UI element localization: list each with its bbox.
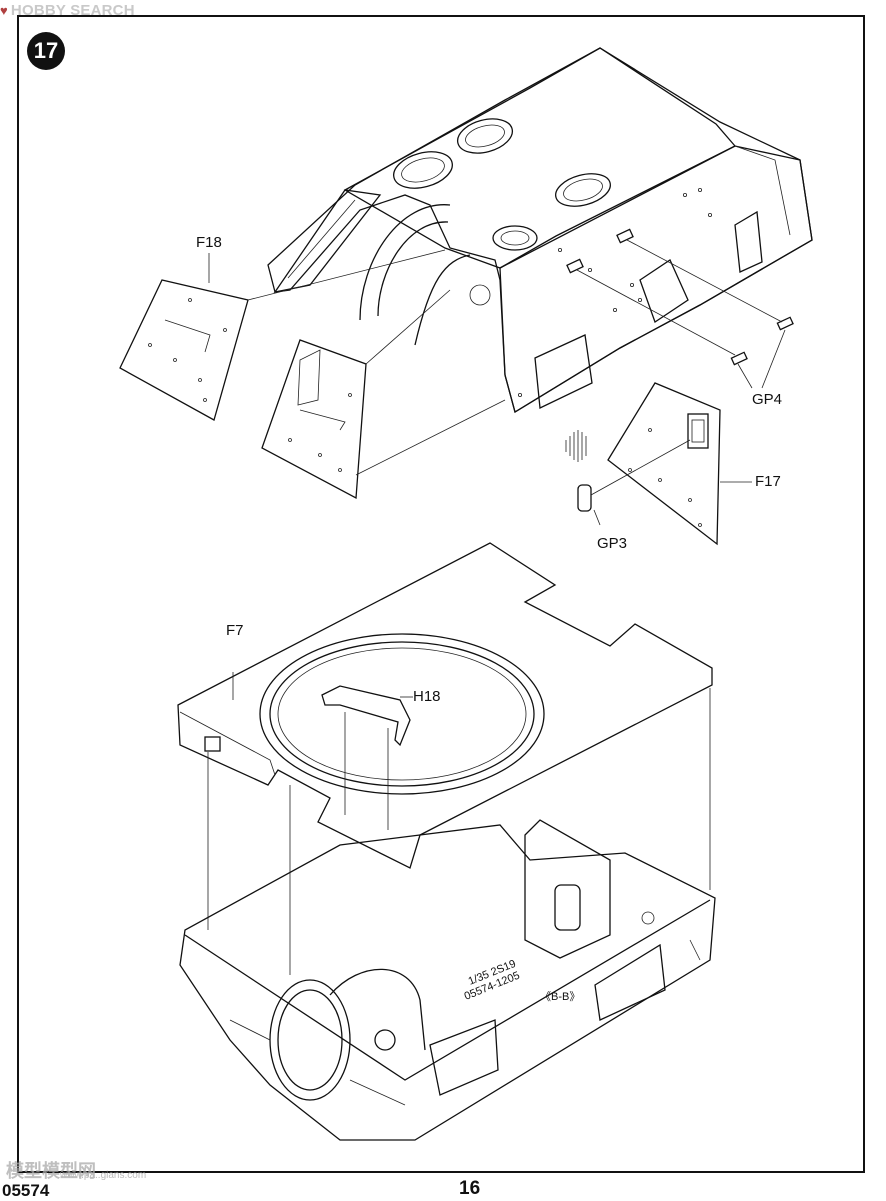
label-f7: F7: [226, 622, 244, 639]
kit-number: 05574: [2, 1181, 50, 1200]
label-gp3: GP3: [597, 535, 628, 552]
label-gp4: GP4: [752, 391, 783, 408]
part-f17-plate: [565, 382, 752, 546]
instruction-frame: [17, 15, 865, 1173]
hobby-search-logo: ♥HOBBY SEARCH: [0, 2, 135, 19]
part-f7-floor: [177, 542, 713, 975]
step-number-badge: 17: [27, 32, 65, 70]
page-number: 16: [459, 1178, 481, 1199]
label-f18: F18: [196, 234, 222, 251]
logo-text: HOBBY SEARCH: [10, 2, 135, 19]
upper-hull-drawing: [267, 47, 813, 414]
lower-hull-drawing: 1/35 2S19 05574-1205 《B-B》: [179, 819, 716, 1141]
watermark-url: www.pa..gians.com: [60, 1170, 147, 1181]
section-marking: 《B-B》: [540, 990, 580, 1003]
logo-mark-icon: ♥: [0, 3, 8, 18]
label-f17: F17: [755, 473, 781, 490]
watermark-text: 模型模型网: [6, 1161, 96, 1181]
part-side-plate: [247, 249, 506, 500]
label-h18: H18: [413, 688, 441, 705]
part-f18-plate: [119, 253, 249, 421]
